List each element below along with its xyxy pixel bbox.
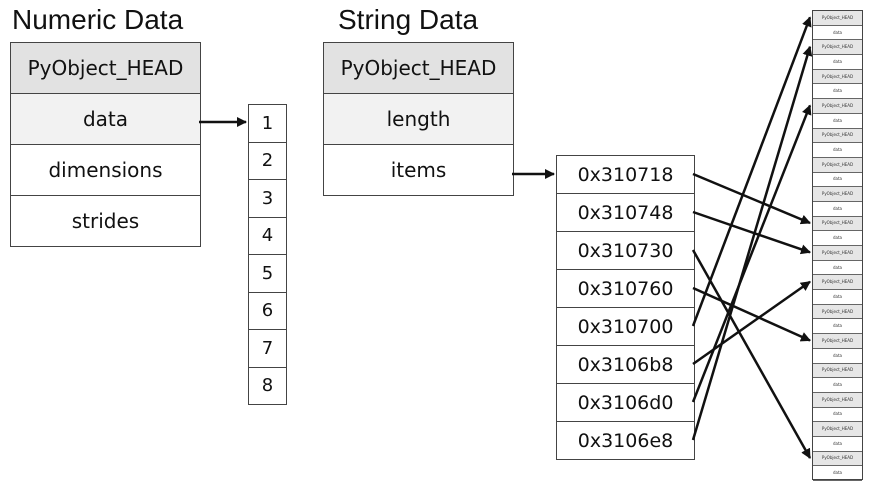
numeric-value-cell: 3 — [249, 180, 286, 218]
heap-object-data: data — [813, 290, 862, 305]
heap-object-data: data — [813, 437, 862, 452]
numeric-values-array: 1 2 3 4 5 6 7 8 — [248, 104, 287, 405]
heap-object-data: data — [813, 55, 862, 70]
heap-object-header: PyObject_HEAD — [813, 40, 862, 56]
numeric-value-cell: 5 — [249, 255, 286, 293]
string-struct: PyObject_HEAD length items — [323, 42, 514, 196]
pointer-cell: 0x3106e8 — [557, 422, 694, 460]
heap-object-header: PyObject_HEAD — [813, 304, 862, 320]
numeric-value-cell: 2 — [249, 143, 286, 180]
pointer-link-arrow — [691, 249, 812, 459]
heap-object-data: data — [813, 26, 862, 41]
pointer-array: 0x310718 0x310748 0x310730 0x310760 0x31… — [556, 155, 695, 460]
numeric-value-cell: 4 — [249, 218, 286, 255]
heap-object-data: data — [813, 202, 862, 217]
heap-object-header: PyObject_HEAD — [813, 157, 862, 173]
numeric-value-cell: 8 — [249, 368, 286, 405]
heap-object-data: data — [813, 378, 862, 393]
pointer-link-arrow — [691, 104, 812, 403]
string-field-length: length — [324, 94, 513, 145]
pointer-cell: 0x310760 — [557, 270, 694, 308]
pointer-cell: 0x3106d0 — [557, 384, 694, 422]
string-data-title: String Data — [338, 4, 479, 35]
numeric-data-title: Numeric Data — [12, 4, 184, 35]
numeric-field-pyobject-head: PyObject_HEAD — [11, 43, 200, 94]
heap-object-header: PyObject_HEAD — [813, 246, 862, 261]
heap-object-data: data — [813, 114, 862, 129]
heap-object-header: PyObject_HEAD — [813, 99, 862, 114]
heap-object-data: data — [813, 466, 862, 481]
heap-object-header: PyObject_HEAD — [813, 334, 862, 349]
string-field-pyobject-head: PyObject_HEAD — [324, 43, 513, 94]
heap-object-header: PyObject_HEAD — [813, 128, 862, 144]
numeric-field-strides: strides — [11, 196, 200, 247]
heap-object-data: data — [813, 143, 862, 158]
numeric-field-dimensions: dimensions — [11, 145, 200, 196]
heap-object-header: PyObject_HEAD — [813, 11, 862, 26]
heap-object-header: PyObject_HEAD — [813, 392, 862, 408]
pointer-cell: 0x3106b8 — [557, 346, 694, 384]
pointer-cell: 0x310730 — [557, 232, 694, 270]
heap-object-header: PyObject_HEAD — [813, 216, 862, 232]
numeric-value-cell: 7 — [249, 330, 286, 368]
pointer-link-arrow — [691, 45, 813, 441]
pointer-link-arrow — [692, 286, 811, 342]
string-field-items: items — [324, 145, 513, 196]
numeric-struct: PyObject_HEAD data dimensions strides — [10, 42, 201, 247]
heap-object-header: PyObject_HEAD — [813, 187, 862, 202]
heap-object-data: data — [813, 261, 862, 276]
heap-object-header: PyObject_HEAD — [813, 275, 862, 291]
heap-object-header: PyObject_HEAD — [813, 451, 862, 467]
heap-object-data: data — [813, 319, 862, 335]
pointer-link-arrow — [692, 172, 811, 225]
heap-object-header: PyObject_HEAD — [813, 69, 862, 85]
heap-object-header: PyObject_HEAD — [813, 363, 862, 379]
numeric-field-data: data — [11, 94, 200, 145]
numeric-value-cell: 6 — [249, 293, 286, 330]
numeric-value-cell: 1 — [249, 105, 286, 143]
heap-object-data: data — [813, 349, 862, 364]
pointer-cell: 0x310718 — [557, 156, 694, 194]
heap-object-data: data — [813, 173, 862, 188]
heap-object-data: data — [813, 84, 862, 100]
heap-object-data: data — [813, 231, 862, 246]
pointer-cell: 0x310700 — [557, 308, 694, 346]
pointer-link-arrow — [692, 210, 811, 255]
pointer-cell: 0x310748 — [557, 194, 694, 232]
pointer-link-arrow — [691, 16, 812, 327]
heap-object-header: PyObject_HEAD — [813, 422, 862, 437]
heap-object-data: data — [813, 408, 862, 423]
